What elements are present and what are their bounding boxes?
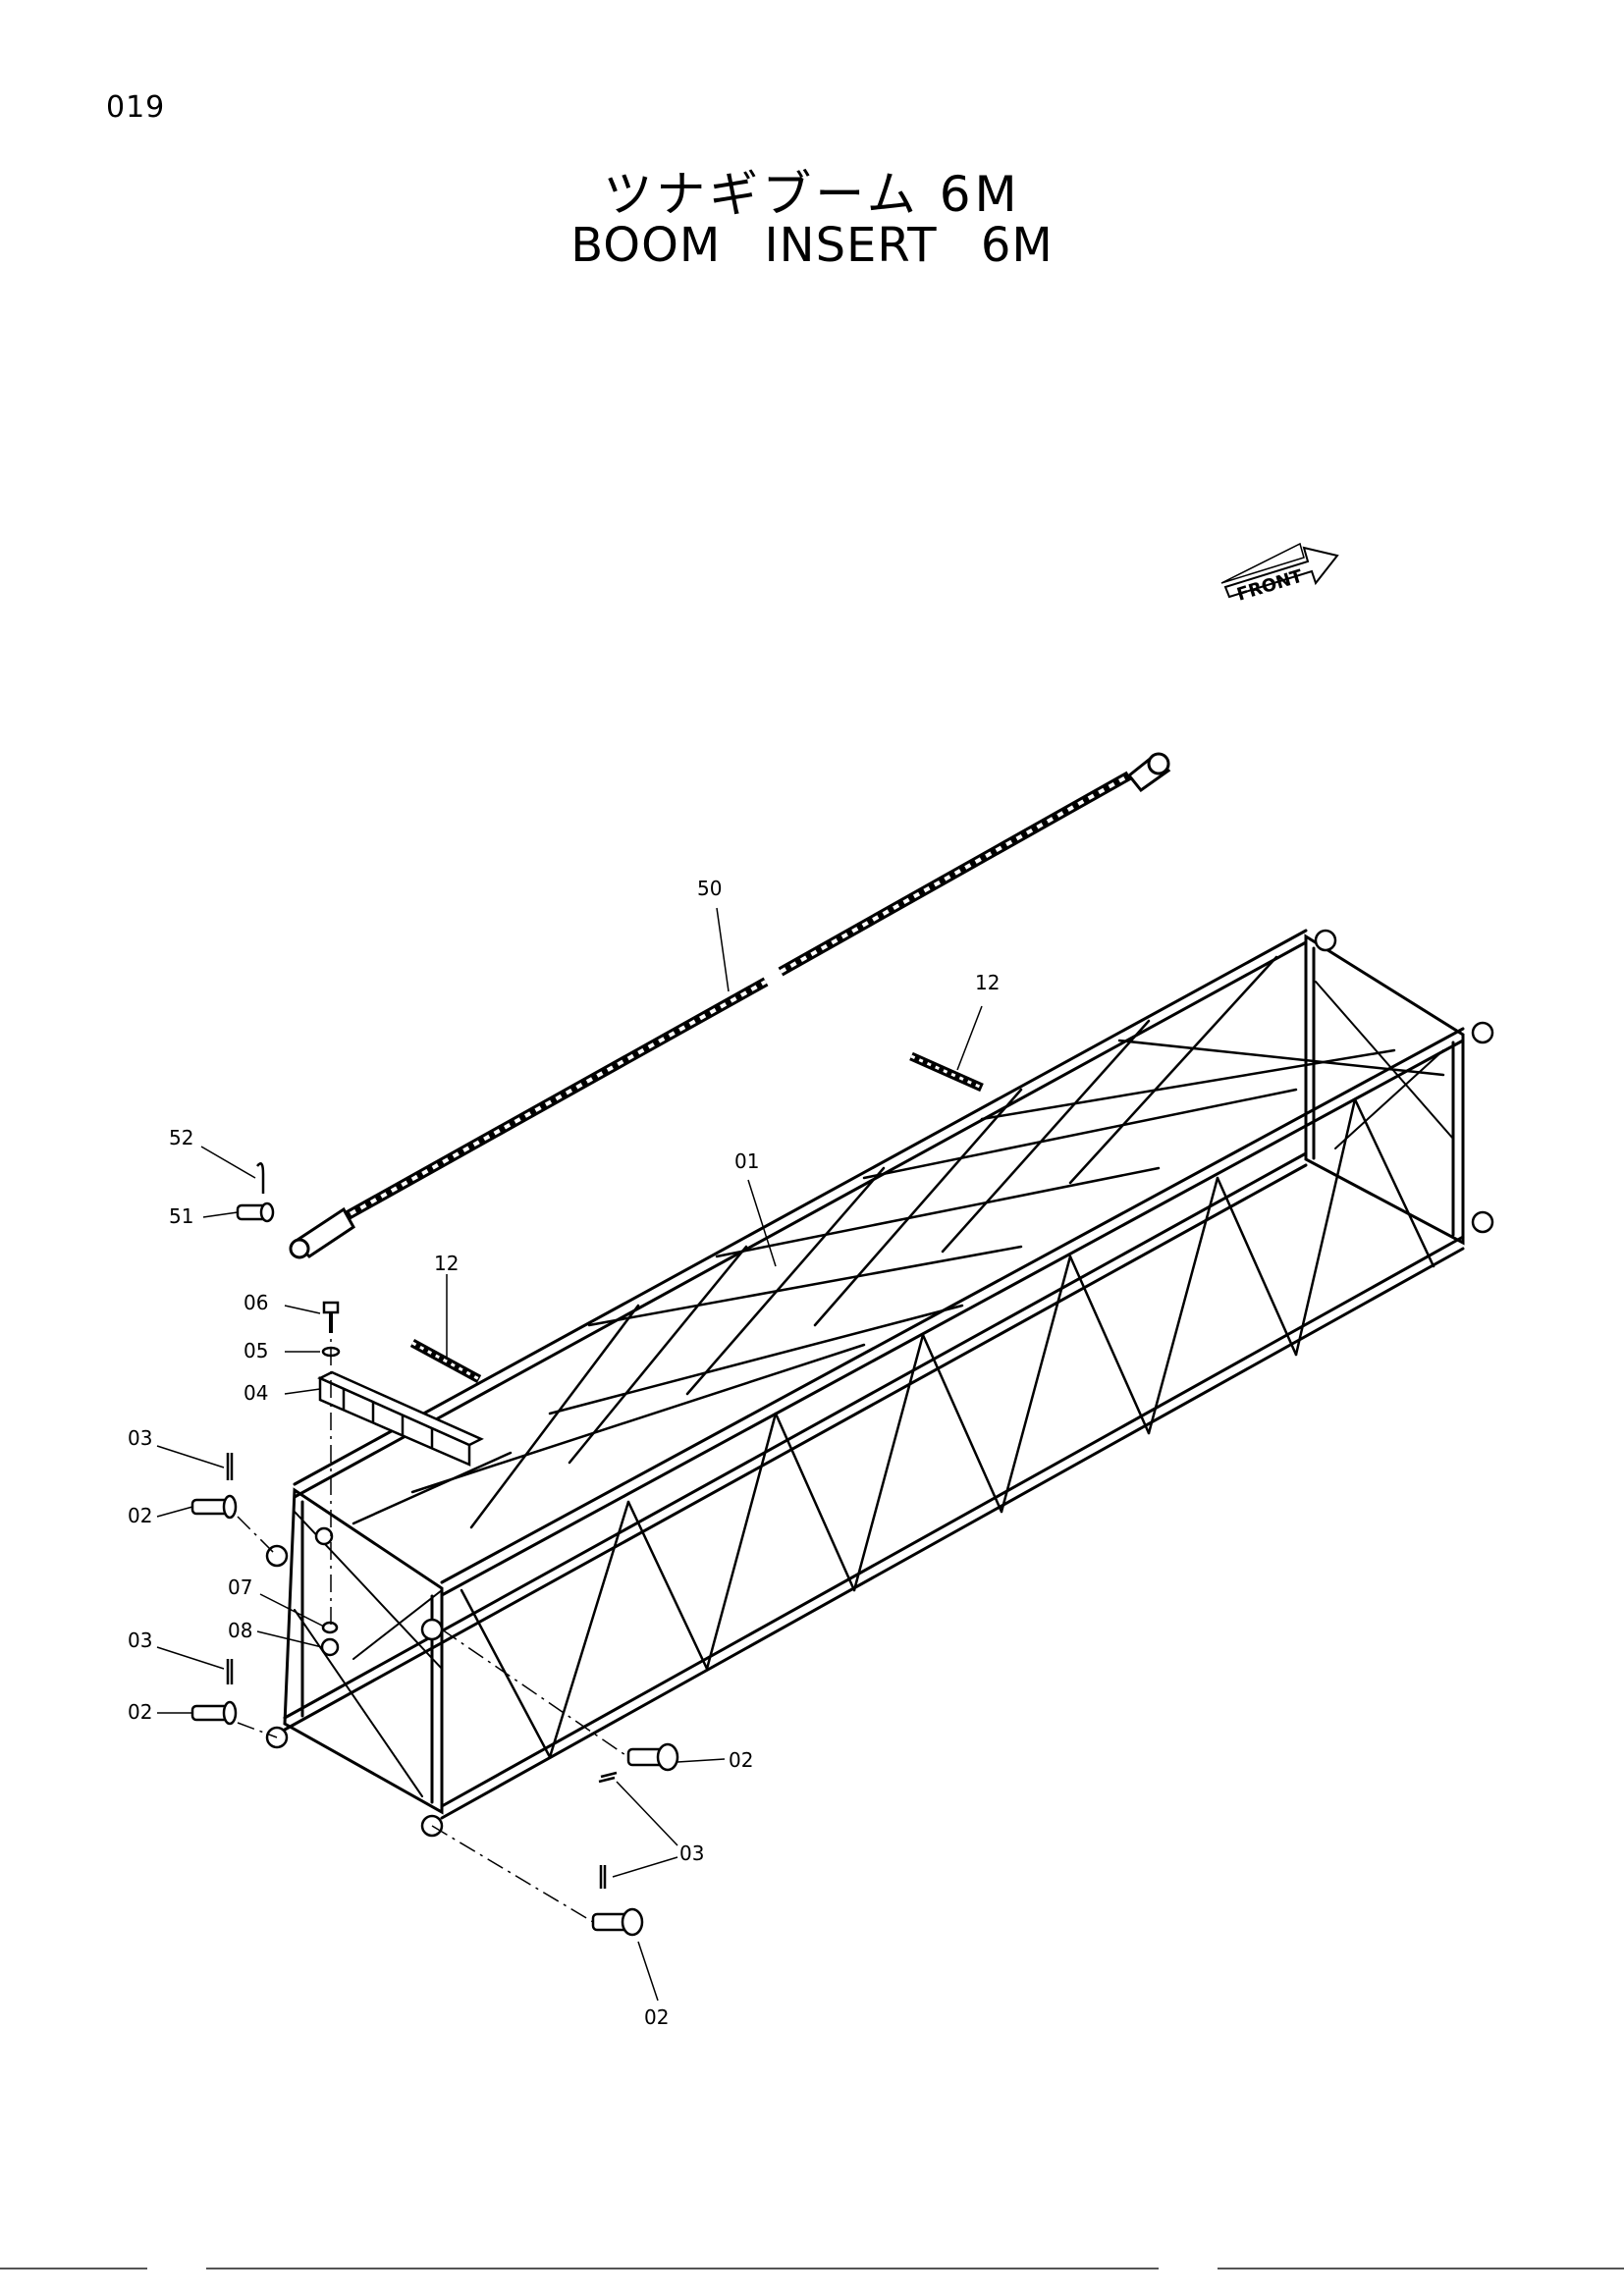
callout-02: 02 — [644, 2005, 669, 2029]
part-07-washer — [321, 1621, 339, 1634]
callout-02: 02 — [128, 1504, 152, 1527]
page-title-japanese: ツナギブーム 6M — [603, 166, 1021, 223]
part-03-cotter-pin — [599, 1865, 607, 1889]
part-51-pin — [236, 1201, 275, 1223]
callout-12: 12 — [975, 971, 1000, 994]
boom-insert-lattice-frame — [265, 929, 1494, 1838]
callout-51: 51 — [169, 1204, 193, 1228]
callout-52: 52 — [169, 1126, 193, 1149]
callout-03: 03 — [128, 1629, 152, 1652]
callout-04: 04 — [244, 1381, 268, 1405]
callout-12: 12 — [434, 1252, 459, 1275]
part-08-nut — [320, 1637, 340, 1657]
callout-07: 07 — [228, 1575, 252, 1599]
part-03-cotter-pin — [226, 1453, 234, 1480]
part-52-cotter-pin — [256, 1162, 265, 1194]
callout-05: 05 — [244, 1339, 268, 1362]
part-04-plate — [317, 1370, 484, 1467]
callout-01: 01 — [734, 1149, 759, 1173]
part-03-cotter-pin — [226, 1659, 234, 1684]
callout-02: 02 — [128, 1700, 152, 1724]
alignment-center-lines — [237, 1315, 629, 1923]
bottom-rule — [501, 2268, 1159, 2269]
callout-08: 08 — [228, 1619, 252, 1642]
bottom-rule — [206, 2268, 569, 2269]
page-title-english: BOOM INSERT 6M — [570, 218, 1054, 273]
callout-03: 03 — [679, 1842, 704, 1865]
front-arrow-icon: FRONT — [1220, 542, 1339, 606]
part-12-bar — [409, 1051, 984, 1383]
part-02-pin — [190, 1494, 238, 1520]
small-hardware — [190, 1051, 984, 1937]
bottom-rule — [0, 2268, 147, 2269]
callout-labels: 50 12 01 52 51 12 06 05 04 03 02 07 08 0… — [128, 877, 1000, 2029]
callout-06: 06 — [244, 1291, 268, 1314]
callout-02: 02 — [729, 1748, 753, 1772]
bottom-rule — [1218, 2268, 1624, 2269]
page-number: 019 — [106, 90, 166, 125]
part-02-pin — [626, 1742, 679, 1772]
callout-50: 50 — [697, 877, 722, 900]
callout-leader-lines — [156, 907, 983, 2002]
part-02-pin — [190, 1700, 238, 1726]
part-03-cotter-pin — [598, 1771, 618, 1784]
callout-03: 03 — [128, 1426, 152, 1450]
pendant-rope — [289, 752, 1171, 1259]
part-02-pin — [591, 1907, 644, 1937]
